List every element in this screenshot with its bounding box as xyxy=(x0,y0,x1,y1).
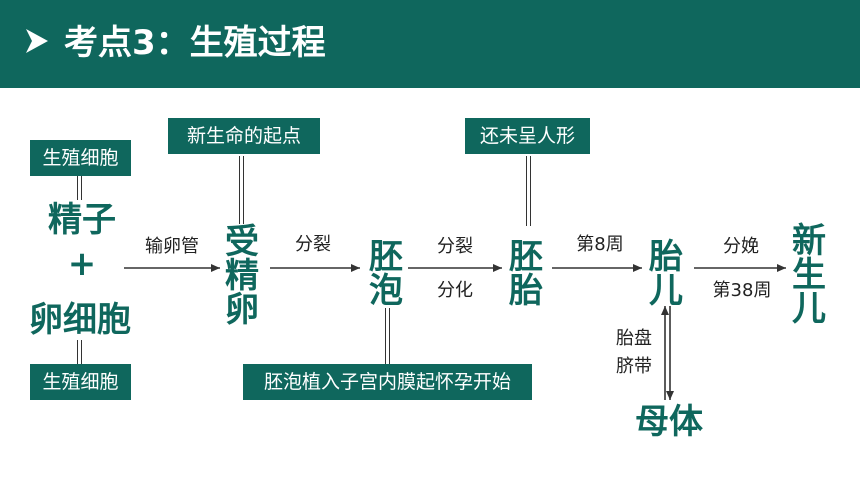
link-germcell-sperm xyxy=(77,176,82,200)
page-title: 考点3：生殖过程 xyxy=(64,23,326,63)
label-divide-2: 分裂 xyxy=(437,236,473,257)
node-mother: 母体 xyxy=(635,402,703,442)
link-blastocyst-implant xyxy=(385,308,390,364)
node-sperm: 精子 xyxy=(48,200,116,240)
label-childbirth: 分娩 xyxy=(723,236,759,257)
link-nothuman-embryo xyxy=(526,156,531,226)
life-start-box: 新生命的起点 xyxy=(168,118,320,154)
node-egg: 卵细胞 xyxy=(29,300,131,340)
node-newborn: 新生儿 xyxy=(792,221,826,329)
node-plus: + xyxy=(67,244,97,284)
label-week-38: 第38周 xyxy=(712,280,772,301)
label-oviduct: 输卵管 xyxy=(145,236,199,257)
germ-cell-box-bottom: 生殖细胞 xyxy=(30,364,131,400)
link-lifestart-zygote xyxy=(239,156,244,224)
node-fetus: 胎儿 xyxy=(649,237,683,311)
node-blastocyst: 胚泡 xyxy=(369,237,403,311)
label-week-8: 第8周 xyxy=(576,234,624,255)
implantation-box: 胚泡植入子宫内膜起怀孕开始 xyxy=(243,364,532,400)
link-egg-germcell xyxy=(77,340,82,364)
germ-cell-box-top: 生殖细胞 xyxy=(30,140,131,176)
label-placenta: 胎盘 xyxy=(616,328,652,349)
arrow-bullet-icon xyxy=(26,29,48,53)
header-bar: 考点3：生殖过程 xyxy=(0,0,860,88)
label-differentiate: 分化 xyxy=(437,280,473,301)
not-human-shape-box: 还未呈人形 xyxy=(465,118,590,154)
label-umbilical: 脐带 xyxy=(616,356,652,377)
label-divide-1: 分裂 xyxy=(295,234,331,255)
node-zygote: 受精卵 xyxy=(225,222,259,330)
node-embryo: 胚胎 xyxy=(509,237,543,311)
